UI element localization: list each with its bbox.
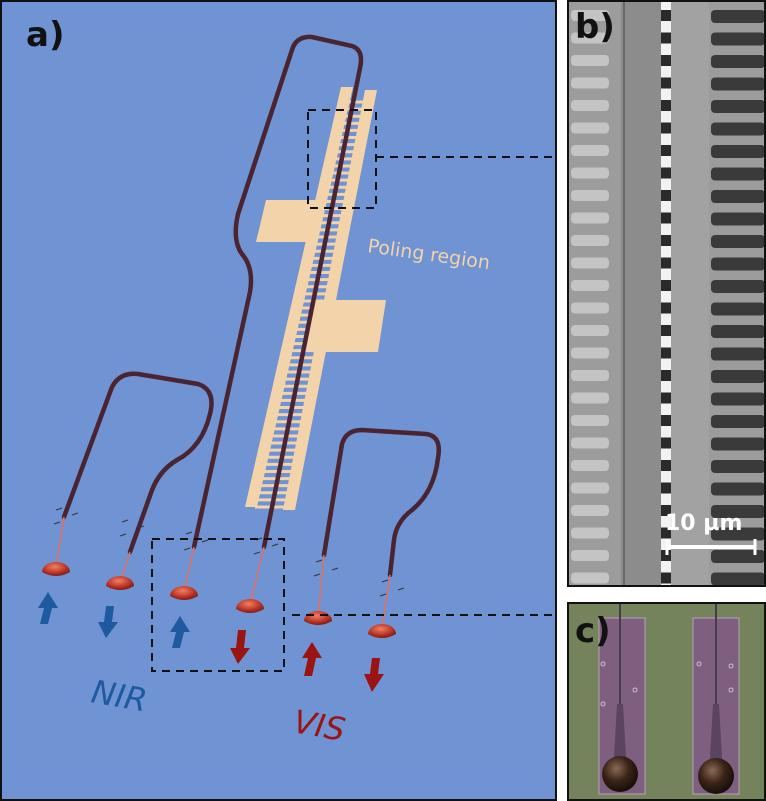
lens-5	[304, 611, 332, 625]
coupler-dashes	[53, 507, 405, 597]
zoom-box-bottom	[151, 538, 285, 672]
lens-6	[368, 624, 396, 638]
scale-bar-label: 10 µm	[665, 511, 742, 536]
arrow-up-icon	[38, 592, 58, 624]
vis-label: VIS	[291, 702, 348, 748]
arrow-up-icon	[170, 616, 190, 648]
panel-a-label: a)	[26, 15, 64, 55]
panel-b-label: b)	[575, 7, 615, 47]
lens-2	[106, 576, 134, 590]
zoom-indicators	[151, 109, 555, 672]
lens-3	[170, 586, 198, 600]
lens-1	[42, 562, 70, 576]
lens-4	[236, 599, 264, 613]
micro-lenses	[42, 562, 396, 638]
arrow-down-icon	[230, 630, 250, 664]
nir-arrows	[38, 592, 190, 648]
panel-c-label: c)	[575, 611, 611, 651]
device-right	[692, 604, 740, 795]
vis-arrows	[230, 630, 384, 692]
nir-label: NIR	[89, 672, 150, 719]
waveguide-loop-main	[61, 34, 441, 578]
scale-bar: 10 µm	[665, 511, 757, 555]
zoom-box-top	[307, 109, 377, 209]
schematic-canvas: a) Poling region NIR VIS	[26, 15, 555, 749]
optical-canvas: c)	[569, 604, 764, 799]
panel-b-micrograph: b) 10 µm	[567, 0, 766, 587]
sem-electrode-teeth	[571, 10, 764, 585]
poling-region-label: Poling region	[366, 235, 491, 274]
panel-a-schematic: a) Poling region NIR VIS	[0, 0, 557, 801]
arrow-down-icon	[364, 658, 384, 692]
device-left	[598, 604, 646, 795]
arrow-down-icon	[98, 606, 118, 638]
panel-c-micrograph: c)	[567, 602, 766, 801]
micrograph-canvas: b) 10 µm	[569, 2, 764, 585]
arrow-up-icon	[302, 642, 322, 676]
